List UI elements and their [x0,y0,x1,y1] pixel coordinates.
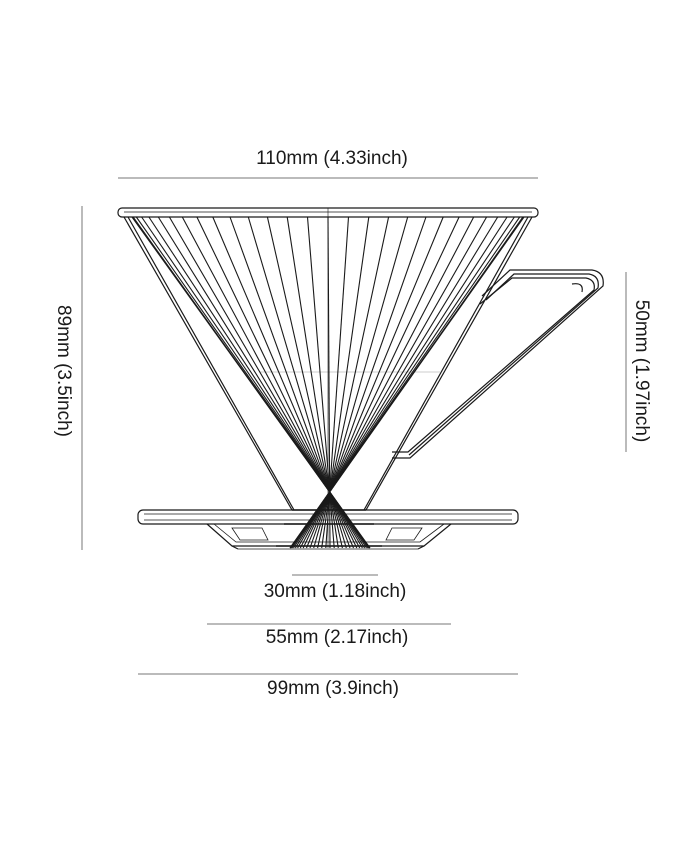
outlet-width-label: 30mm (1.18inch) [263,581,407,602]
top-width-label: 110mm (4.33inch) [256,148,408,169]
outlet [276,509,382,547]
cone-ribs [131,208,525,549]
cone-rib [289,216,525,549]
handle [392,269,604,459]
base-plate-width-label: 99mm (3.9inch) [267,678,399,699]
height-label: 89mm (3.5inch) [53,305,74,437]
cone-outline [123,216,533,511]
base-foot [206,523,452,550]
inner-base-width-label: 55mm (2.17inch) [265,627,409,648]
handle-height-label: 50mm (1.97inch) [631,299,652,443]
